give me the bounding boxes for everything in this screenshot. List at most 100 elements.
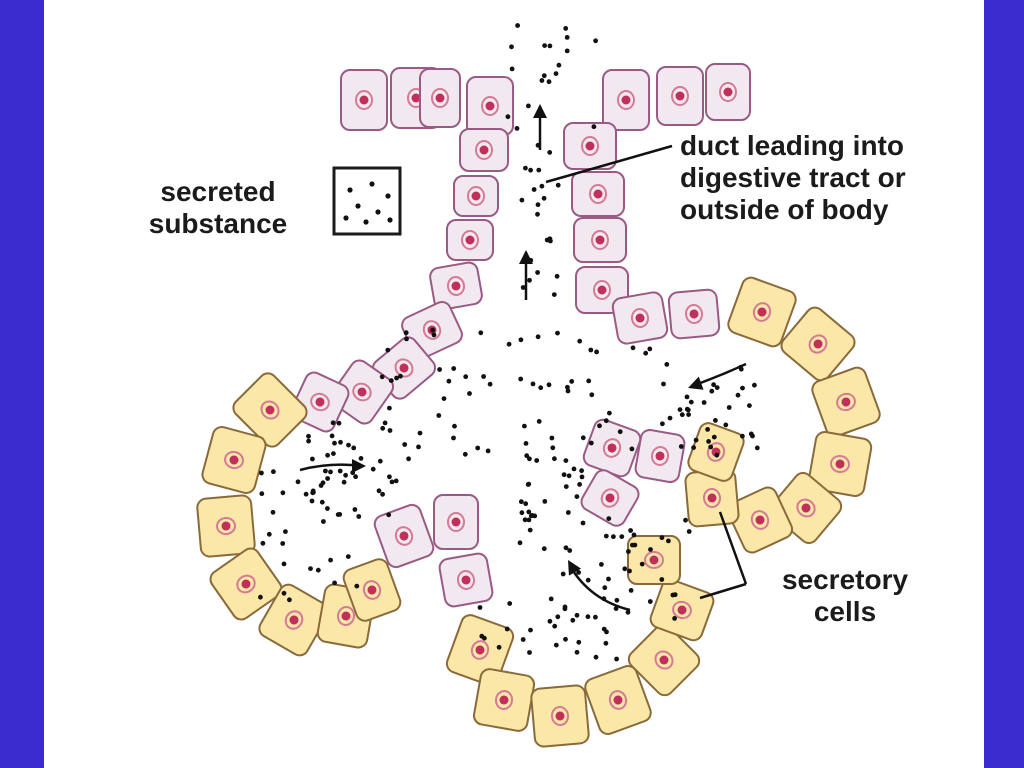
secretion-dot xyxy=(379,374,385,380)
legend-dot xyxy=(387,217,393,223)
secretory-cells-label: secretory cells xyxy=(781,564,909,627)
secretion-dot xyxy=(569,379,575,384)
secretion-dot xyxy=(522,517,528,523)
secretion-dot xyxy=(659,577,665,582)
flow-arrowhead-shape xyxy=(352,459,366,473)
secretory-cell xyxy=(209,547,283,621)
secretory-cell xyxy=(807,431,873,497)
secretion-dot xyxy=(527,650,532,655)
secretory-cell xyxy=(649,578,715,642)
secretion-dot xyxy=(441,396,447,401)
secretion-dot xyxy=(631,532,637,538)
secretion-dot xyxy=(528,167,533,173)
secretion-dot xyxy=(627,568,632,574)
secretion-dot xyxy=(328,557,333,563)
nucleus xyxy=(465,235,475,245)
nucleus-ring xyxy=(355,90,373,110)
secretion-dot xyxy=(752,382,757,388)
legend-dot xyxy=(385,193,391,199)
secretion-dot xyxy=(382,420,388,426)
secretion-dot xyxy=(567,548,573,553)
secretion-dot xyxy=(404,336,409,342)
secretion-dot xyxy=(525,482,531,487)
secretion-dot xyxy=(617,429,623,435)
secretion-dot xyxy=(478,330,484,336)
secretion-dot xyxy=(555,182,561,188)
secretion-dot xyxy=(385,347,391,353)
secretion-dot xyxy=(565,388,571,394)
secretion-dot xyxy=(398,373,403,379)
nucleus xyxy=(813,339,823,349)
secretion-dot xyxy=(602,585,608,591)
nucleus xyxy=(399,363,409,373)
secretion-dot xyxy=(328,469,333,475)
secretion-dot xyxy=(547,618,553,624)
secretion-dot xyxy=(740,385,745,391)
nucleus xyxy=(451,517,461,527)
nucleus xyxy=(593,189,603,199)
duct-label: duct leading into digestive tract or out… xyxy=(680,130,906,225)
duct-cell xyxy=(419,68,461,128)
secretion-dot xyxy=(303,491,309,497)
secretory-pointer xyxy=(699,511,748,600)
secretion-dot xyxy=(693,437,699,443)
secretion-dot xyxy=(577,482,582,487)
nucleus-ring xyxy=(310,392,330,412)
duct-cell xyxy=(453,175,499,217)
secretion-dot xyxy=(515,23,520,28)
secretion-dot xyxy=(518,337,524,343)
secretion-dot xyxy=(485,448,491,454)
secretion-dot xyxy=(611,534,616,540)
secretion-dot xyxy=(563,484,569,489)
secretion-dot xyxy=(541,546,547,552)
secretion-dot xyxy=(505,114,511,120)
nucleus xyxy=(435,93,445,103)
nucleus-ring xyxy=(630,308,650,328)
nucleus-ring xyxy=(672,600,692,620)
secretion-dot xyxy=(553,642,559,648)
secretion-dot xyxy=(526,517,532,523)
secretion-dot xyxy=(546,382,552,388)
nucleus xyxy=(755,515,765,525)
nucleus-ring xyxy=(216,516,236,536)
secretion-dot xyxy=(325,506,330,511)
flow-arrowhead xyxy=(688,376,704,390)
secretion-dot xyxy=(684,394,690,400)
secretion-dot xyxy=(504,626,510,632)
secretion-dot xyxy=(541,195,547,201)
duct-cell xyxy=(446,219,494,261)
secretion-dot xyxy=(648,547,653,552)
duct-cell xyxy=(433,494,479,550)
secretion-dot xyxy=(338,439,343,445)
secretion-dot xyxy=(520,285,526,290)
secretion-dot xyxy=(629,446,635,452)
secretion-dot xyxy=(593,614,598,620)
duct-cell xyxy=(340,69,388,131)
nucleus-ring xyxy=(617,90,635,110)
nucleus xyxy=(315,397,325,407)
secretion-dot xyxy=(354,583,360,589)
secretion-dot xyxy=(613,606,619,611)
duct-cell xyxy=(438,552,494,608)
secretory-cell xyxy=(687,422,745,482)
secretion-dot xyxy=(496,644,502,650)
legend-dot xyxy=(375,209,381,215)
nucleus-ring xyxy=(706,442,726,462)
nucleus xyxy=(595,235,605,245)
nucleus xyxy=(841,397,851,407)
nucleus-ring xyxy=(796,498,816,518)
secretion-dot xyxy=(672,592,678,598)
secretion-dot xyxy=(321,519,326,524)
nucleus-ring xyxy=(352,382,372,402)
secretion-dot xyxy=(387,428,393,433)
secretion-dot xyxy=(323,468,328,474)
nucleus-ring xyxy=(719,82,737,102)
secretion-dot xyxy=(564,48,570,54)
nucleus-ring xyxy=(236,574,256,594)
secretion-dot xyxy=(487,381,493,387)
secretion-dot xyxy=(527,456,532,462)
secretion-dot xyxy=(563,545,569,551)
nucleus xyxy=(597,285,607,295)
secretion-dot xyxy=(283,529,288,534)
secretory-cell xyxy=(472,668,536,732)
